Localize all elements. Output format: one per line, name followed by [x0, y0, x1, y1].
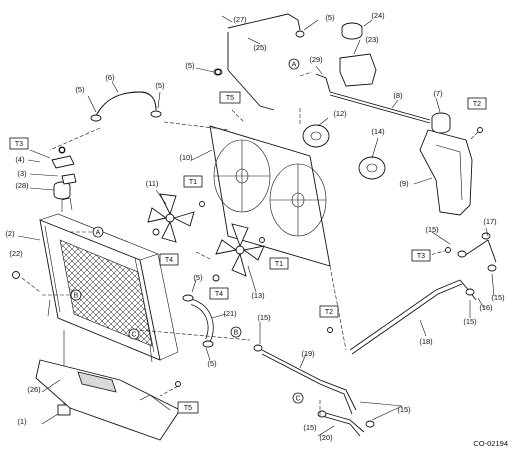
- callout-16: (16): [479, 303, 493, 312]
- callout-25: (25): [253, 43, 267, 52]
- callout-5f: (5): [207, 359, 217, 368]
- torque-tag-t4a: T4: [165, 257, 173, 264]
- callout-22: (22): [9, 249, 23, 258]
- callout-7: (7): [433, 89, 443, 98]
- torque-tag-t3b: T3: [417, 253, 425, 260]
- callout-5c: (5): [185, 61, 195, 70]
- under-cover: [35, 359, 181, 441]
- callout-11: (11): [146, 179, 159, 188]
- marker-c2: C: [295, 396, 300, 403]
- callout-29: (29): [309, 55, 323, 64]
- fan-13: [215, 223, 265, 277]
- connection-markers: A A B B C C: [70, 58, 304, 404]
- radiator-cap: [53, 181, 71, 200]
- callout-12: (12): [333, 109, 347, 118]
- torque-tag-t1a: T1: [189, 179, 197, 186]
- callout-20: (20): [319, 433, 333, 442]
- callout-5e: (5): [193, 273, 203, 282]
- callout-8: (8): [393, 91, 403, 100]
- marker-b1: B: [74, 293, 79, 300]
- marker-a1: A: [96, 230, 101, 237]
- marker-c1: C: [131, 332, 136, 339]
- torque-tag-t1b: T1: [275, 261, 283, 268]
- callout-3: (3): [17, 169, 27, 178]
- torque-tag-t3a: T3: [15, 141, 23, 148]
- callout-21: (21): [223, 309, 237, 318]
- torque-tag-t2b: T2: [325, 309, 333, 316]
- callout-10: (10): [179, 153, 193, 162]
- torque-tag-t2a: T2: [473, 101, 481, 108]
- torque-tags: T3 T5 T1 T4 T1 T4 T2 T2 T3 T5: [9, 91, 487, 414]
- callout-18: (18): [419, 337, 433, 346]
- torque-tag-t4b: T4: [215, 291, 223, 298]
- callout-13: (13): [251, 291, 265, 300]
- callout-15a: (15): [257, 313, 271, 322]
- fan-motor-12: [302, 124, 330, 148]
- bolts: [59, 69, 483, 387]
- pipe-8: [329, 91, 431, 124]
- marker-b2: B: [234, 330, 239, 337]
- pipe-18: [349, 279, 463, 355]
- fan-motor-14: [358, 156, 386, 180]
- callout-27: (27): [233, 15, 247, 24]
- bolt-22: [12, 271, 20, 279]
- callout-15b: (15): [425, 225, 439, 234]
- hose-19: [261, 349, 357, 415]
- callout-15c: (15): [491, 293, 505, 302]
- reserve-tank: [419, 112, 473, 216]
- torque-tag-t5b: T5: [184, 405, 192, 412]
- hose-20: [321, 411, 365, 437]
- leader-lines: [17, 15, 495, 437]
- callout-23: (23): [365, 35, 379, 44]
- callout-14: (14): [371, 127, 385, 136]
- fan-11: [147, 193, 195, 243]
- radiator-bracket: [51, 146, 77, 185]
- callout-6: (6): [105, 73, 115, 82]
- callout-15d: (15): [463, 317, 477, 326]
- callout-9: (9): [399, 179, 409, 188]
- hose-21: [190, 299, 214, 342]
- hose-29: [315, 73, 331, 93]
- sub-tank: [339, 22, 377, 87]
- callout-4: (4): [15, 155, 25, 164]
- callout-15e: (15): [397, 405, 411, 414]
- callout-19: (19): [301, 349, 315, 358]
- radiator: [39, 197, 179, 363]
- callout-labels: (1) (2) (3) (4) (5) (5) (5) (5) (5) (5) …: [5, 11, 505, 442]
- callout-5d: (5): [325, 13, 335, 22]
- figure-code: CO-02194: [473, 439, 508, 448]
- callout-26: (26): [27, 385, 41, 394]
- hose-6: [95, 91, 157, 117]
- callout-5a: (5): [75, 85, 85, 94]
- callout-24: (24): [371, 11, 385, 20]
- hose-25: [227, 13, 301, 111]
- callout-1: (1): [17, 417, 27, 426]
- callout-2: (2): [5, 229, 15, 238]
- marker-a2: A: [292, 62, 297, 69]
- callout-17: (17): [483, 217, 497, 226]
- torque-tag-t5a: T5: [226, 95, 234, 102]
- callout-5b: (5): [155, 81, 165, 90]
- callout-15f: (15): [303, 423, 317, 432]
- callout-28: (28): [15, 181, 29, 190]
